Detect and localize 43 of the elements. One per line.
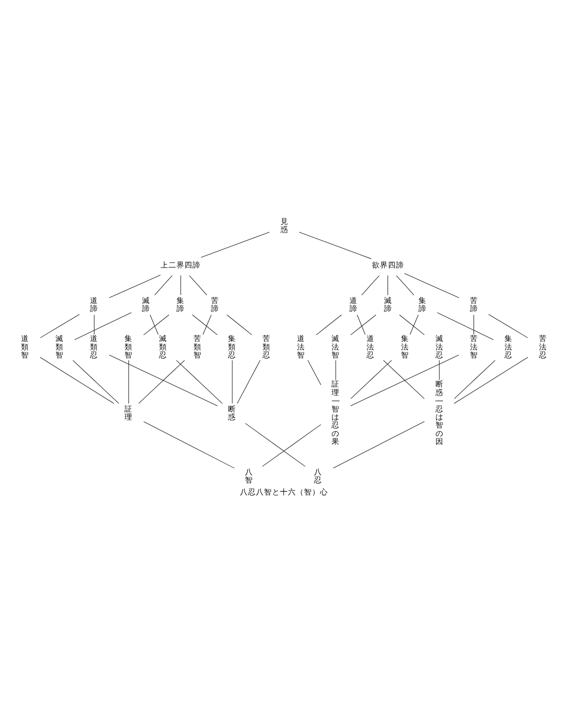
connector [143,314,170,335]
connector [410,314,419,334]
connector [488,314,528,338]
connector [108,354,218,406]
connector [332,420,425,468]
connector [40,356,114,404]
connector [236,360,260,404]
connector [72,360,120,404]
connector [298,231,372,259]
connector [138,360,185,404]
connector [74,312,132,340]
connector [128,360,129,404]
connector [308,360,322,385]
connector [439,360,440,380]
connector [350,314,376,335]
connector [150,314,158,334]
connector [335,360,336,380]
connector [108,274,161,298]
connector [226,314,252,335]
connector [316,314,342,335]
connector [189,274,208,295]
connector [350,360,392,398]
connector [202,314,212,334]
connector [200,231,270,258]
connector [396,274,414,295]
connector [454,360,496,398]
connector [399,314,425,335]
connector [245,422,306,466]
connector [437,312,494,340]
connector [176,360,223,404]
connector [232,360,233,404]
connector [262,424,322,466]
connector [180,274,182,295]
connector [154,274,172,295]
connector [192,314,218,335]
connector [356,314,366,334]
connector [143,420,235,468]
connector [454,356,528,404]
connector [404,272,460,298]
connector [40,314,80,338]
connector [350,354,460,406]
connector [361,274,380,295]
connector [383,360,425,398]
